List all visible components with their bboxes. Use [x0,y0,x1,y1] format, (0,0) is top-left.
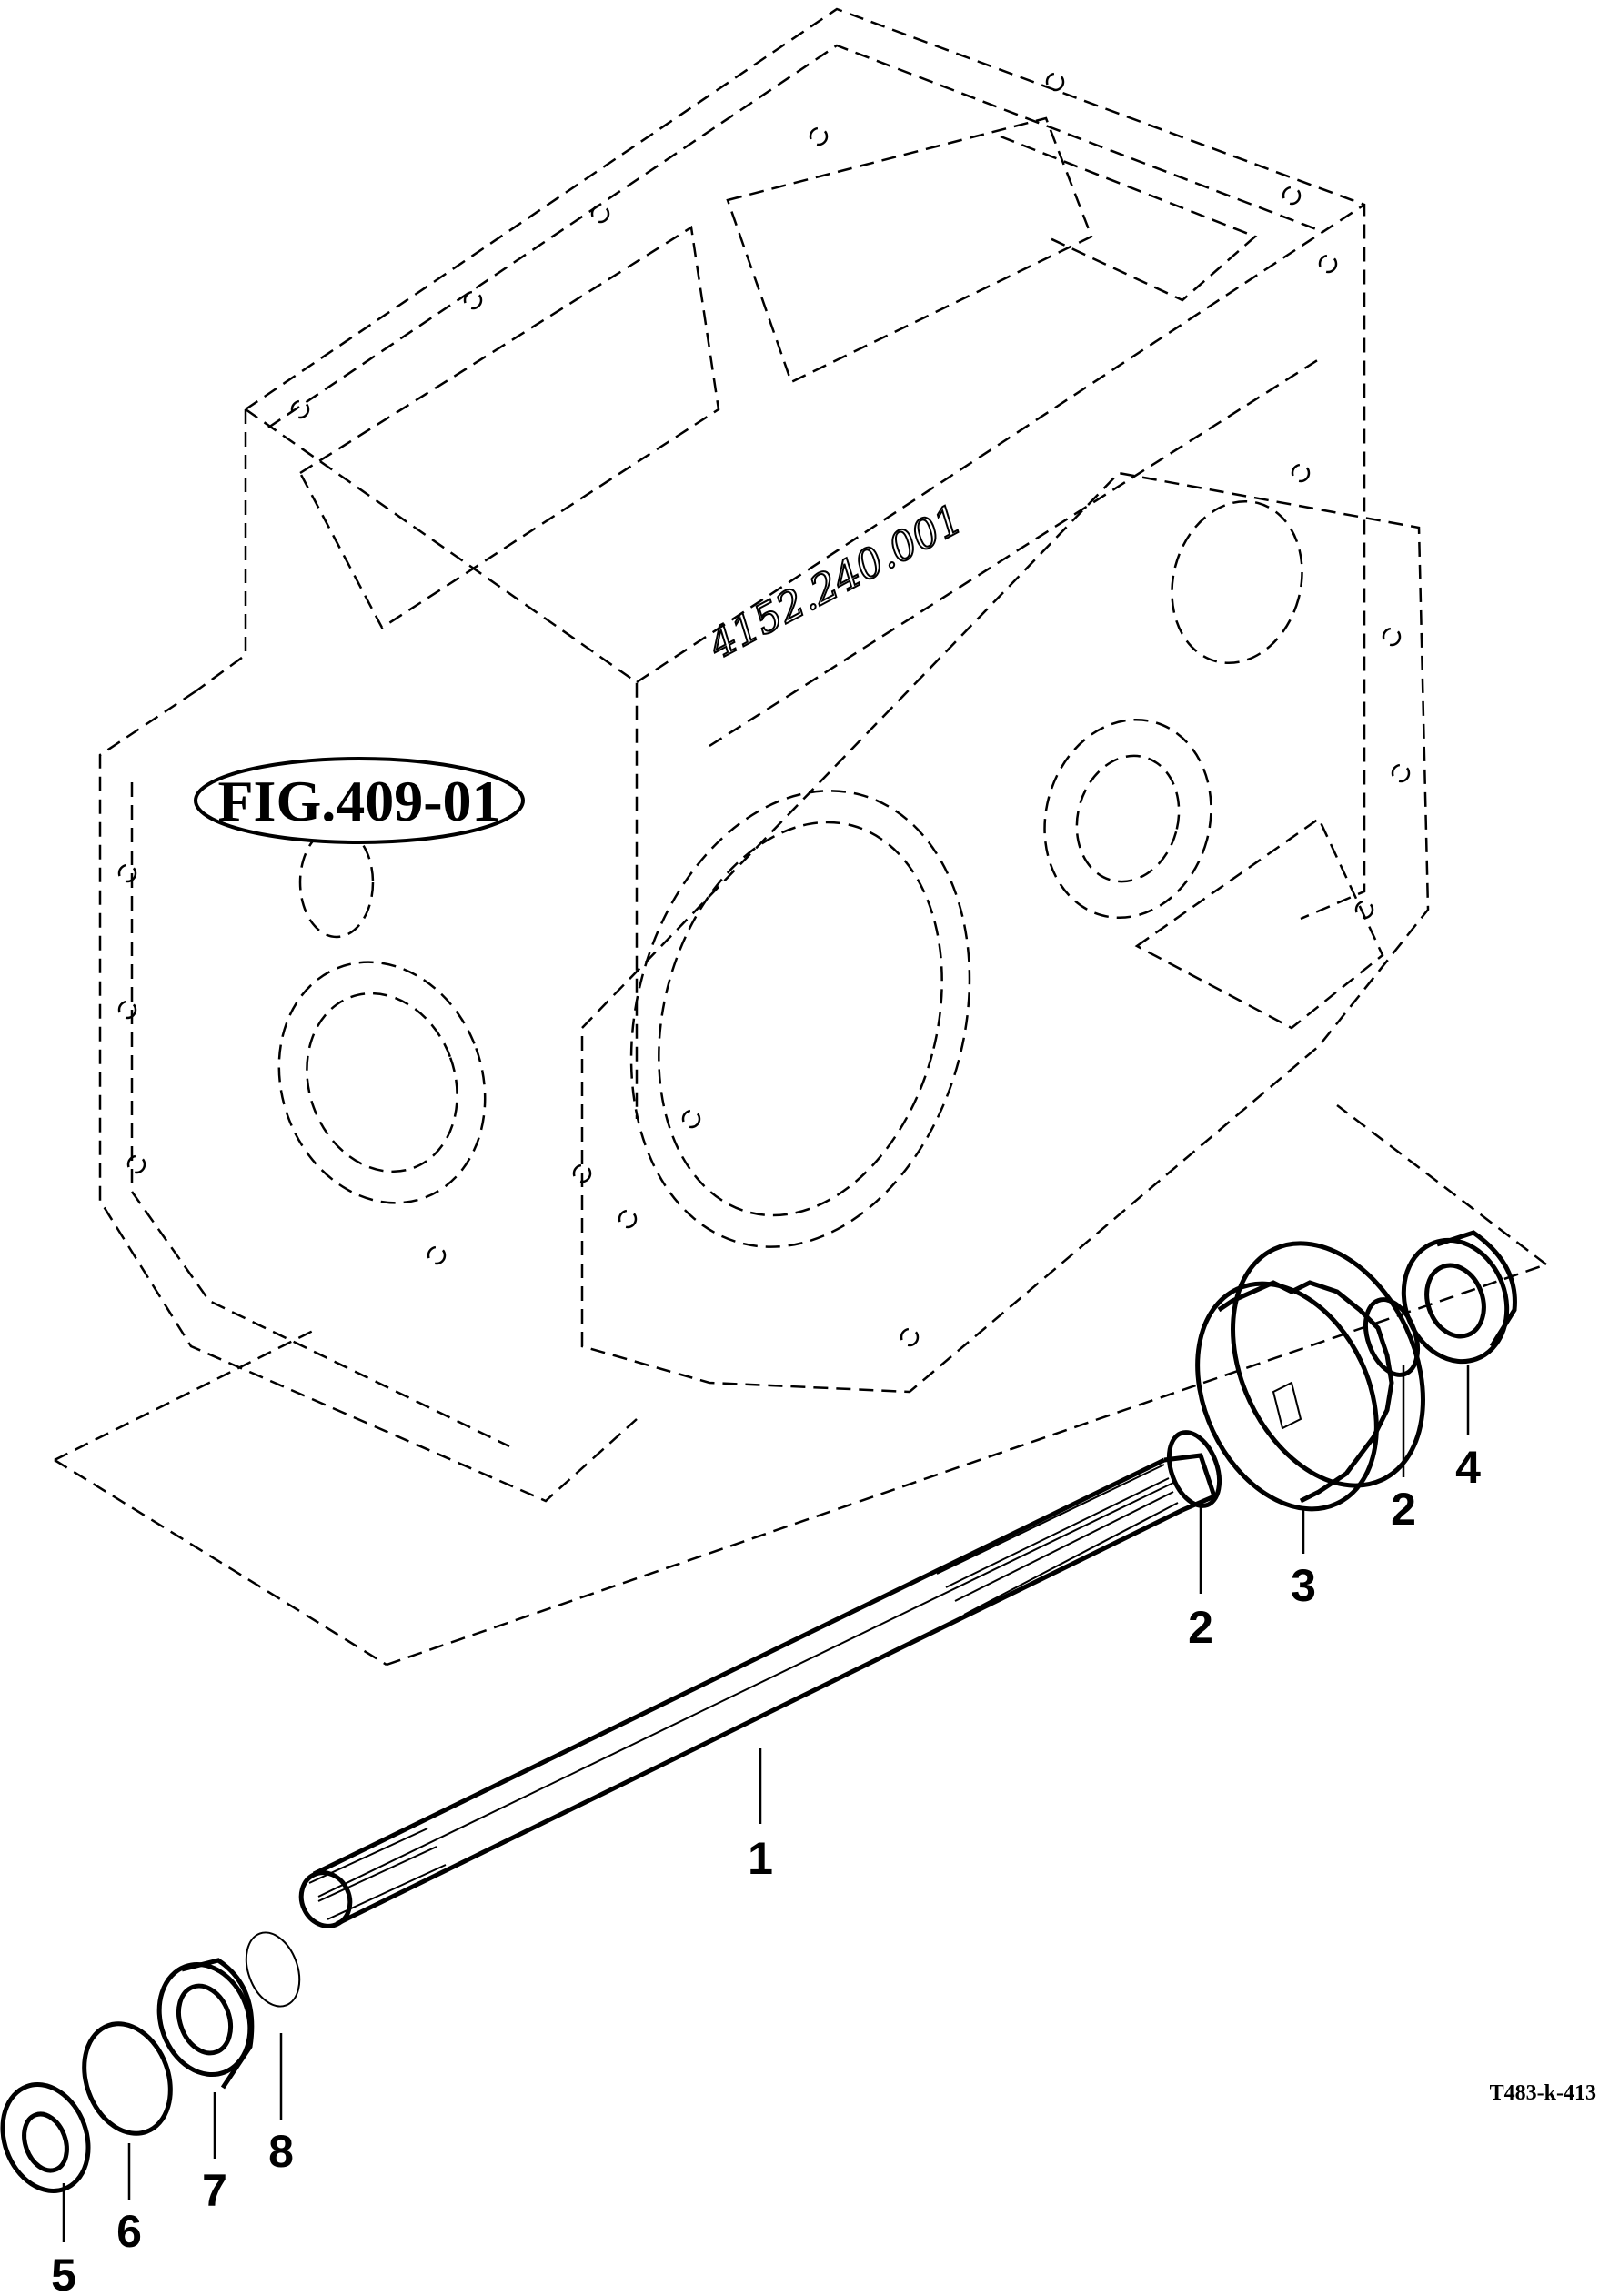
callout-3[interactable]: 3 [1291,1560,1316,1611]
callout-8[interactable]: 8 [268,2126,294,2177]
callout-2b[interactable]: 2 [1391,1484,1416,1535]
figure-reference-label: FIG.409-01 [217,769,500,833]
callout-5[interactable]: 5 [51,2250,76,2296]
assembly-guide-lines [54,1104,1547,1667]
callout-6[interactable]: 6 [116,2206,142,2257]
casting-number: 4152.240.001 [700,496,970,669]
leader-lines [62,1365,1470,2242]
callout-labels: 1 2 2 3 4 5 6 7 8 [51,1442,1481,2296]
drawing-code: T483-k-413 [1490,2081,1596,2105]
circlip-part-6 [82,2021,173,2136]
callout-4[interactable]: 4 [1455,1442,1481,1493]
bearing-part-7 [156,1958,255,2090]
transmission-housing: 4152.240.001 [98,7,1430,1503]
snap-ring-part-2a [1166,1430,1222,1508]
callout-1[interactable]: 1 [748,1833,773,1884]
bearing-part-4 [1401,1230,1517,1365]
callout-2a[interactable]: 2 [1188,1602,1213,1653]
snap-ring-part-8 [245,1931,301,2008]
figure-reference-badge[interactable]: FIG.409-01 [194,757,525,844]
gear-part-3 [1195,1241,1425,1512]
callout-7[interactable]: 7 [202,2165,227,2216]
shaft-part-1 [298,1453,1218,1928]
